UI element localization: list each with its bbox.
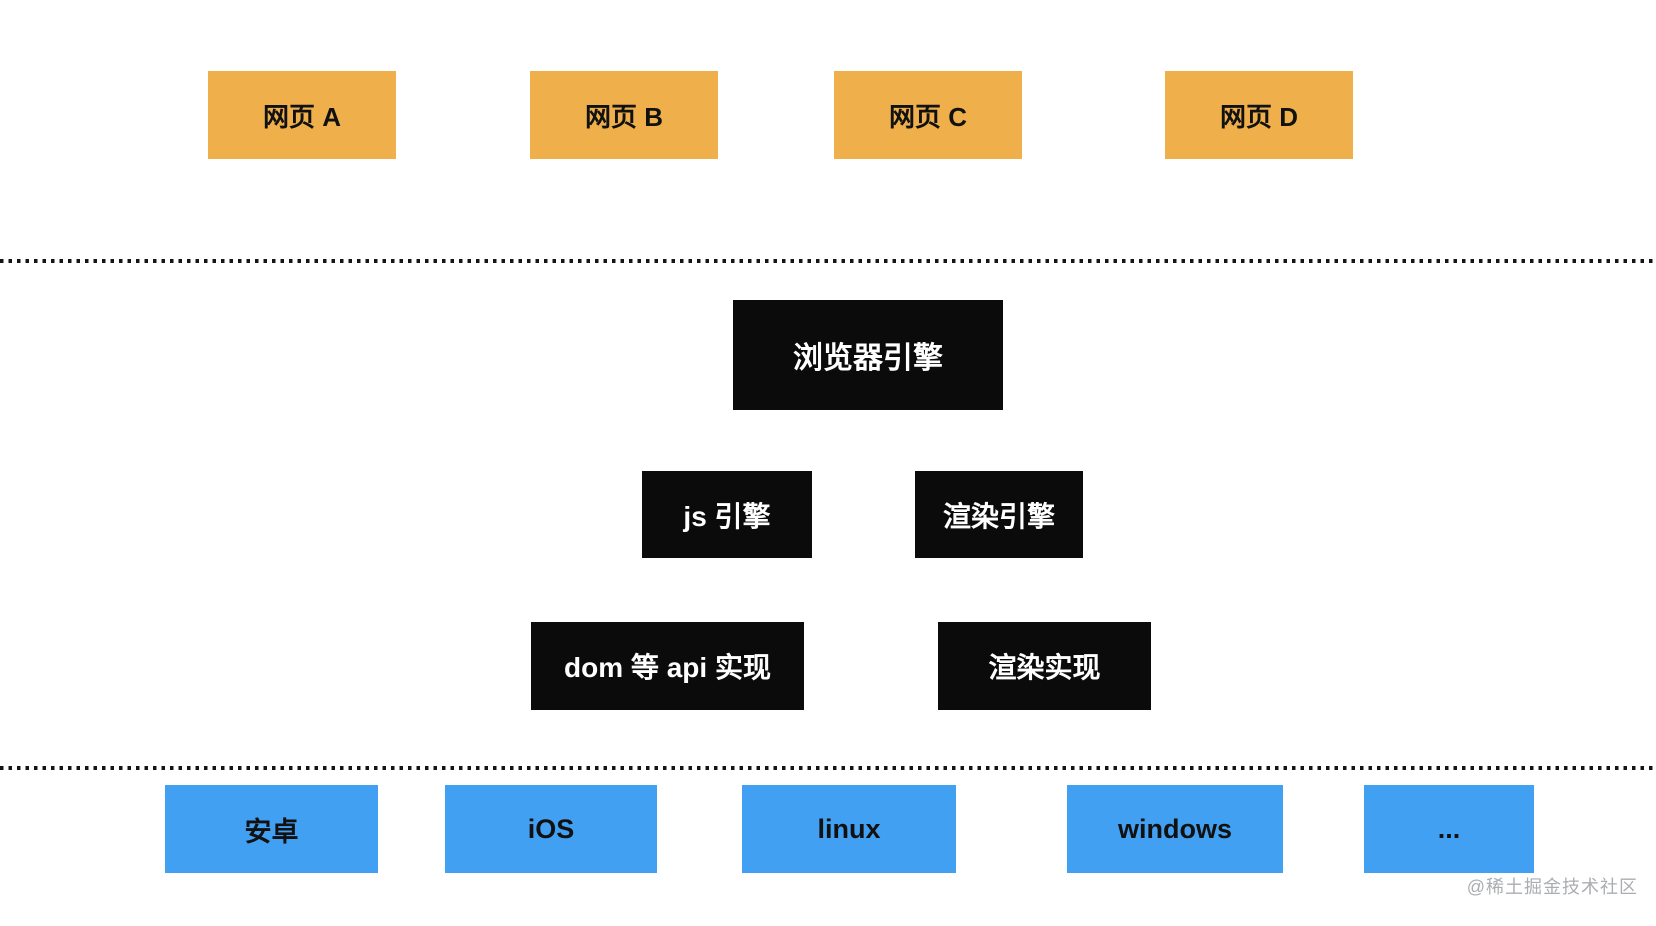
dotted-divider-top (0, 259, 1656, 263)
browser-engine-box: 浏览器引擎 (733, 300, 1003, 410)
platform-windows-label: windows (1118, 813, 1232, 844)
js-engine-box: js 引擎 (642, 471, 812, 558)
js-engine-label: js 引擎 (683, 500, 771, 532)
page-box-b: 网页 B (530, 71, 718, 159)
platform-box-ios: iOS (445, 785, 657, 873)
platform-android-label: 安卓 (244, 816, 299, 847)
platform-box-windows: windows (1067, 785, 1283, 873)
platform-ios-label: iOS (527, 813, 575, 844)
platform-box-android: 安卓 (165, 785, 378, 873)
dom-api-impl-label: dom 等 api 实现 (564, 652, 771, 683)
platform-more-label: ... (1437, 813, 1461, 844)
render-engine-box: 渲染引擎 (915, 471, 1083, 558)
page-box-a-label: 网页 A (262, 101, 341, 132)
page-box-b-label: 网页 B (584, 101, 663, 132)
page-box-c: 网页 C (834, 71, 1022, 159)
watermark: @稀土掘金技术社区 (1466, 877, 1638, 897)
platform-box-more: ... (1364, 785, 1534, 873)
render-engine-label: 渲染引擎 (942, 500, 1055, 532)
page-box-a: 网页 A (208, 71, 396, 159)
platform-box-linux: linux (742, 785, 956, 873)
page-box-d-label: 网页 D (1219, 101, 1298, 132)
dotted-divider-bottom (0, 766, 1656, 770)
platform-linux-label: linux (817, 813, 881, 844)
page-box-d: 网页 D (1165, 71, 1353, 159)
page-box-c-label: 网页 C (888, 101, 967, 132)
render-impl-label: 渲染实现 (988, 652, 1101, 683)
dom-api-impl-box: dom 等 api 实现 (531, 622, 804, 710)
render-impl-box: 渲染实现 (938, 622, 1151, 710)
browser-engine-label: 浏览器引擎 (793, 342, 943, 375)
